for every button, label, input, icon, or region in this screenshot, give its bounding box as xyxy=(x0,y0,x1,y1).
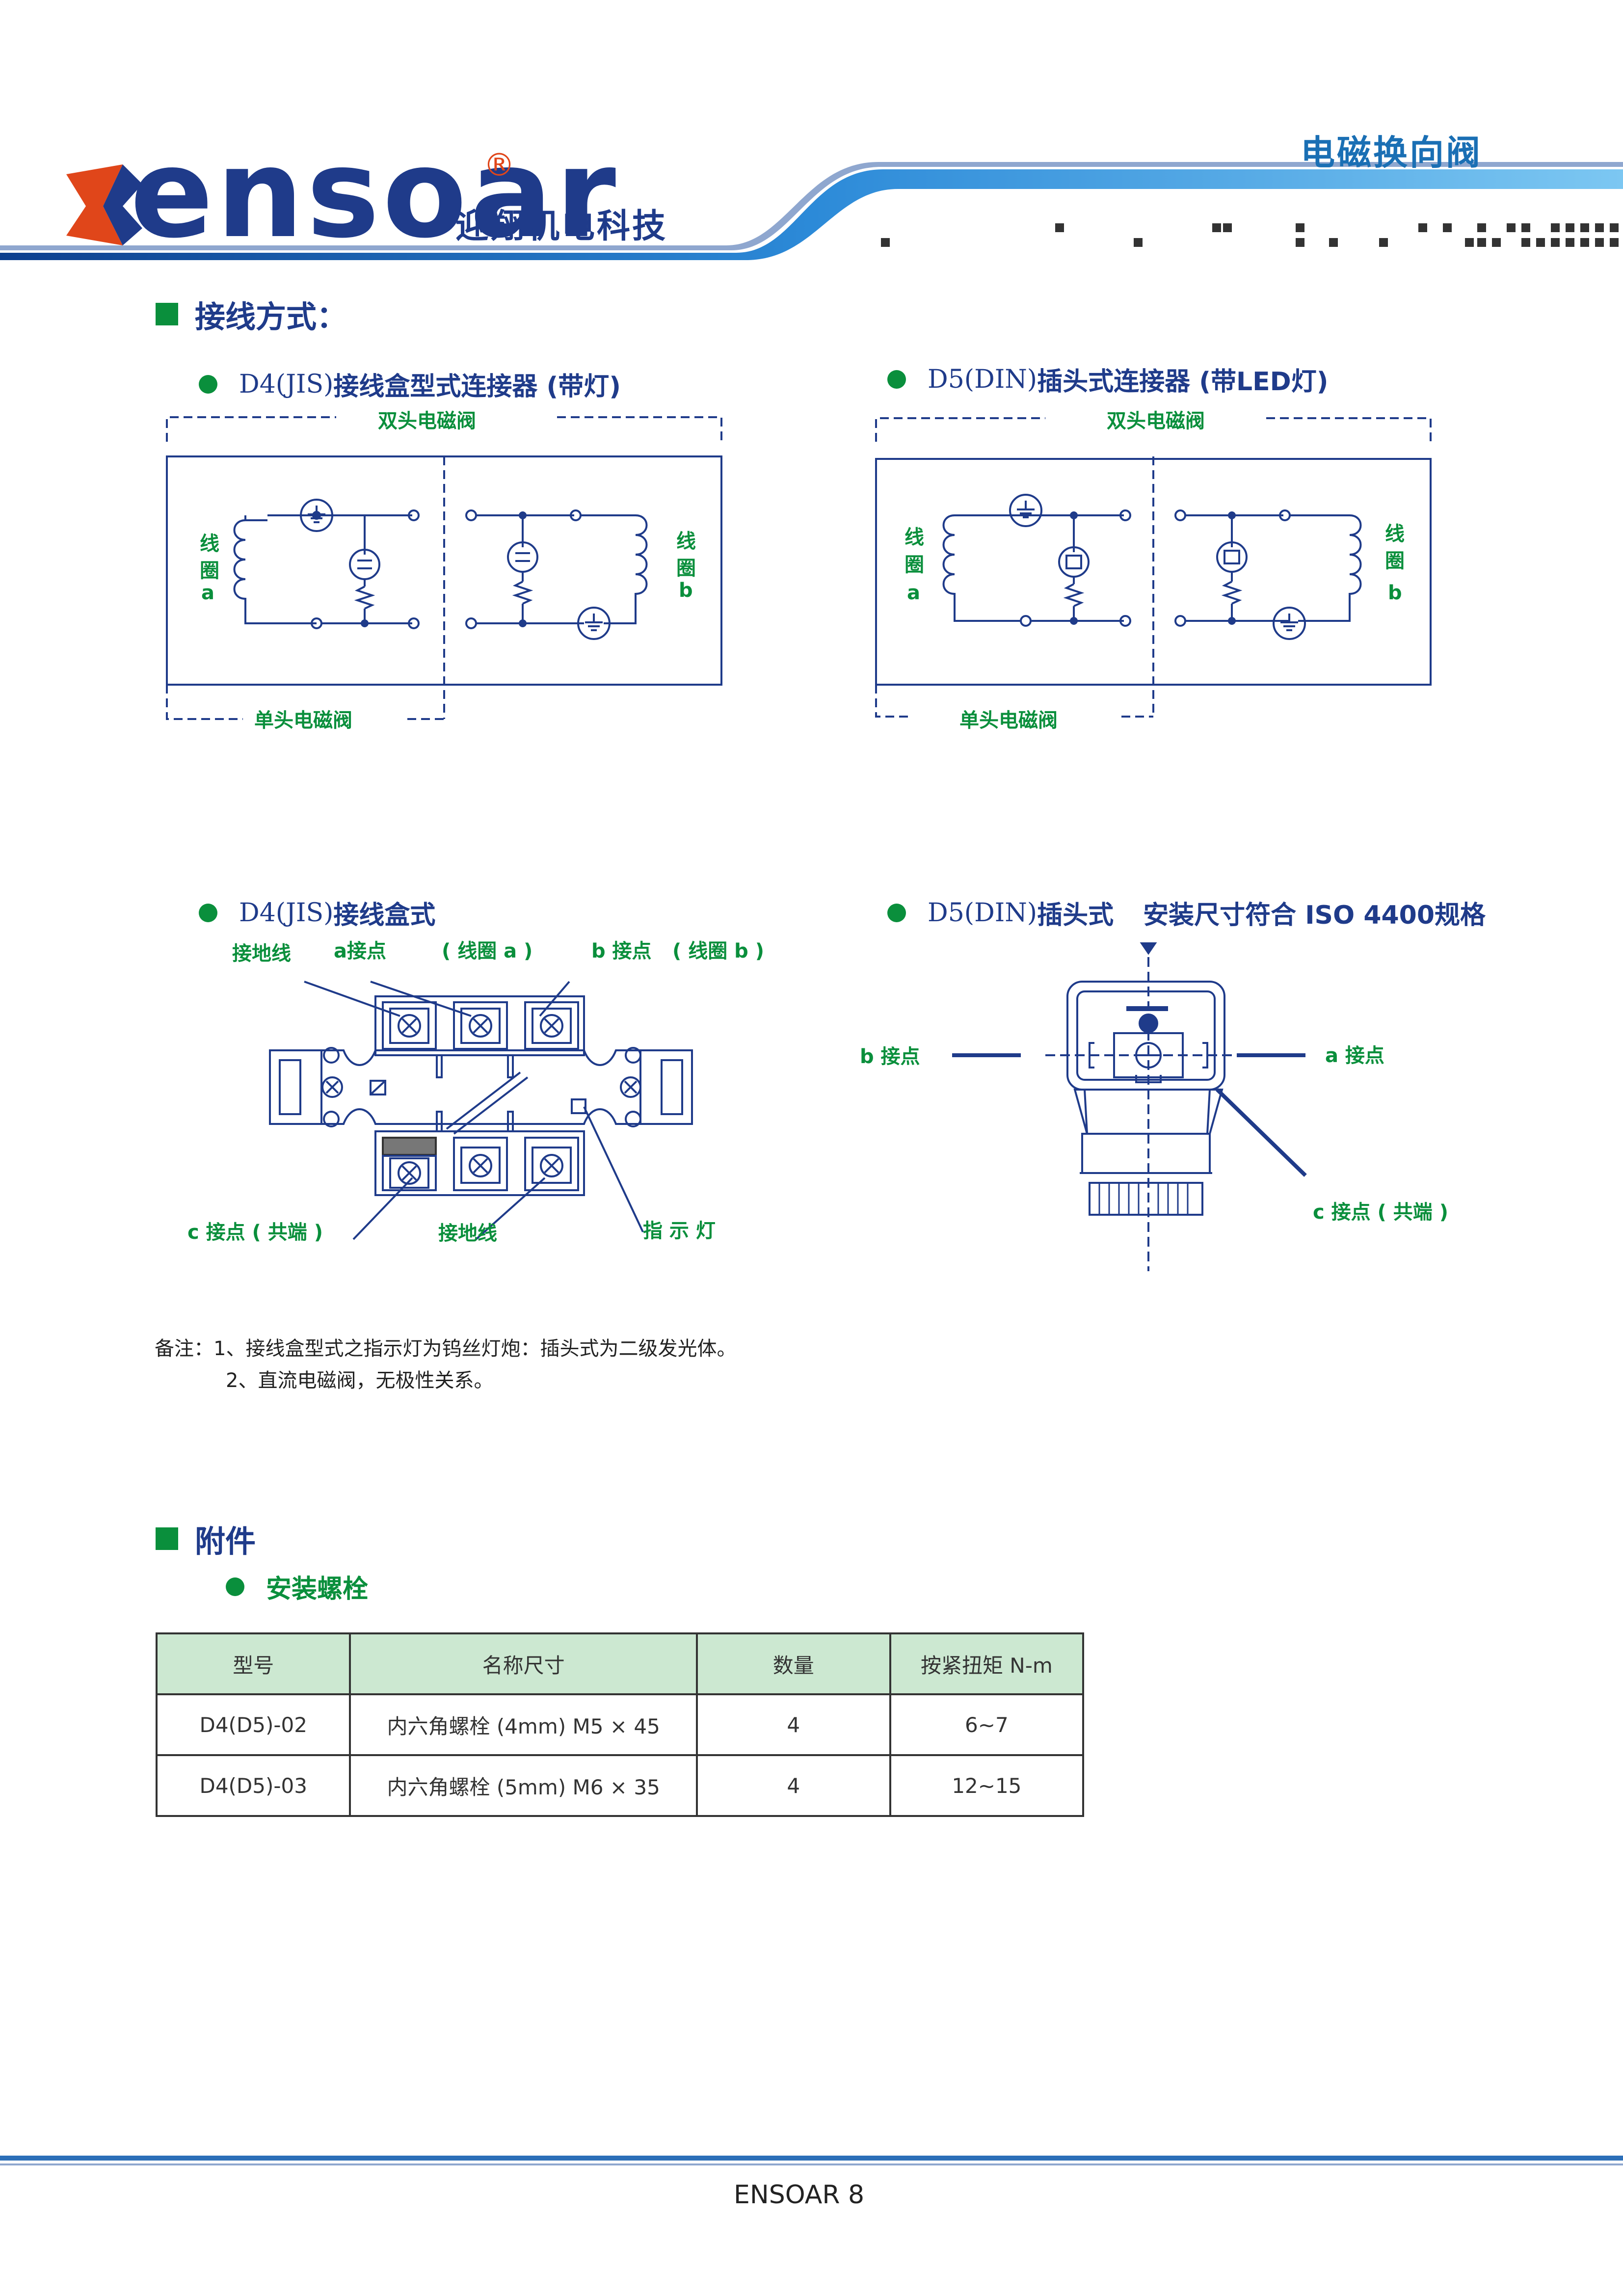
page-number: ENSOAR 8 xyxy=(734,2180,865,2210)
d5-coil-b-char3: b xyxy=(1388,582,1402,604)
d4-ground-label-top: 接地线 xyxy=(232,942,291,965)
d5-c-contact-label: c 接点 ( 共端 ) xyxy=(1313,1201,1448,1224)
bullet-dot-icon xyxy=(226,1577,244,1596)
d5-a-contact-label: a 接点 xyxy=(1325,1044,1384,1067)
cell-name-size: 内六角螺栓 (4mm) M5 × 45 xyxy=(349,1693,698,1756)
cell-model: D4(D5)-03 xyxy=(155,1754,351,1817)
d4-box-title: D4(JIS) 接线盒式 xyxy=(199,894,435,931)
bolt-spec-table: 型号 名称尺寸 数量 按紧扭矩 N-m D4(D5)-02 内六角螺栓 (4mm… xyxy=(155,1632,1085,1817)
d4-c-contact-label: c 接点 ( 共端 ) xyxy=(187,1221,323,1244)
d4-connector-title: D4(JIS) 接线盒型式连接器 (带灯) xyxy=(199,366,621,402)
d4-coil-a-char2: 圈 xyxy=(200,560,219,582)
d4-b-contact-label: b 接点 xyxy=(591,940,652,962)
cell-quantity: 4 xyxy=(695,1693,891,1756)
section-square-icon xyxy=(156,1527,178,1550)
d4-circuit-diagram xyxy=(166,416,722,720)
wiring-section-title: 接线方式： xyxy=(156,292,347,336)
footer-rule xyxy=(0,2156,1623,2161)
d5-coil-b-char2: 圈 xyxy=(1385,550,1405,572)
brand-logo-text: ensoar xyxy=(130,122,619,265)
d4-ground-label-bottom: 接地线 xyxy=(438,1222,497,1245)
d5-coil-a-char3: a xyxy=(907,582,920,604)
d4-coil-a-label: ( 线圈 a ) xyxy=(442,940,533,962)
cell-torque: 12~15 xyxy=(889,1754,1085,1817)
d5-b-contact-label: b 接点 xyxy=(860,1045,920,1068)
d5-connector-title: D5(DIN) 插头式连接器 (带LED灯) xyxy=(887,361,1329,398)
accessories-section-title: 附件 xyxy=(156,1517,256,1561)
header-quantity: 数量 xyxy=(695,1632,891,1695)
d5-plug-title: D5(DIN) 插头式 安装尺寸符合 ISO 4400规格 xyxy=(887,894,1486,931)
page-category-title: 电磁换向阀 xyxy=(1301,133,1482,173)
header-swoosh-graphic xyxy=(0,162,1623,260)
d4-coil-a-char3: a xyxy=(201,582,214,604)
cell-torque: 6~7 xyxy=(889,1693,1085,1756)
d5-single-solenoid-label: 单头电磁阀 xyxy=(959,709,1058,732)
d5-plug-drawing xyxy=(952,942,1307,1271)
header-model: 型号 xyxy=(155,1632,351,1695)
cell-name-size: 内六角螺栓 (5mm) M6 × 35 xyxy=(349,1754,698,1817)
registered-mark: ® xyxy=(483,147,515,184)
page-header: ensoar ® 迎翔机电科技 电磁换向阀 xyxy=(0,0,1623,275)
d4-junction-box-drawing xyxy=(269,981,693,1240)
section-square-icon xyxy=(156,303,178,325)
d4-single-solenoid-label: 单头电磁阀 xyxy=(254,709,352,732)
logo-emblem-icon xyxy=(66,164,142,245)
d4-coil-b-label: ( 线圈 b ) xyxy=(672,940,764,962)
header-torque: 按紧扭矩 N-m xyxy=(889,1632,1085,1695)
d4-coil-b-char3: b xyxy=(679,579,693,602)
footer-rule-thin xyxy=(0,2163,1623,2165)
brand-chinese-name: 迎翔机电科技 xyxy=(455,207,668,246)
bullet-dot-icon xyxy=(199,903,217,922)
d5-coil-a-char2: 圈 xyxy=(905,554,924,576)
d4-double-solenoid-label: 双头电磁阀 xyxy=(378,410,476,432)
note-line-2: 2、直流电磁阀，无极性关系。 xyxy=(226,1369,494,1392)
bullet-dot-icon xyxy=(887,370,906,389)
d4-coil-b-char1: 线 xyxy=(676,530,696,553)
d5-circuit-diagram xyxy=(875,417,1432,718)
cell-model: D4(D5)-02 xyxy=(155,1693,351,1756)
d4-a-contact-label: a接点 xyxy=(334,940,386,962)
bolt-subtitle: 安装螺栓 xyxy=(226,1568,368,1605)
table-header-row: 型号 名称尺寸 数量 按紧扭矩 N-m xyxy=(155,1632,1085,1695)
d5-double-solenoid-label: 双头电磁阀 xyxy=(1107,410,1205,432)
d4-coil-a-char1: 线 xyxy=(200,533,219,555)
bullet-dot-icon xyxy=(199,374,217,394)
bullet-dot-icon xyxy=(887,903,906,922)
table-row: D4(D5)-03 内六角螺栓 (5mm) M6 × 35 4 12~15 xyxy=(155,1754,1085,1817)
d4-coil-b-char2: 圈 xyxy=(676,557,696,580)
table-row: D4(D5)-02 内六角螺栓 (4mm) M5 × 45 4 6~7 xyxy=(155,1693,1085,1756)
header-name-size: 名称尺寸 xyxy=(349,1632,698,1695)
d5-coil-a-char1: 线 xyxy=(905,526,924,549)
d4-indicator-label: 指 示 灯 xyxy=(643,1220,716,1242)
cell-quantity: 4 xyxy=(695,1754,891,1817)
note-line-1: 备注：1、接线盒型式之指示灯为钨丝灯炮：插头式为二级发光体。 xyxy=(155,1337,737,1360)
d5-coil-b-char1: 线 xyxy=(1385,523,1405,545)
